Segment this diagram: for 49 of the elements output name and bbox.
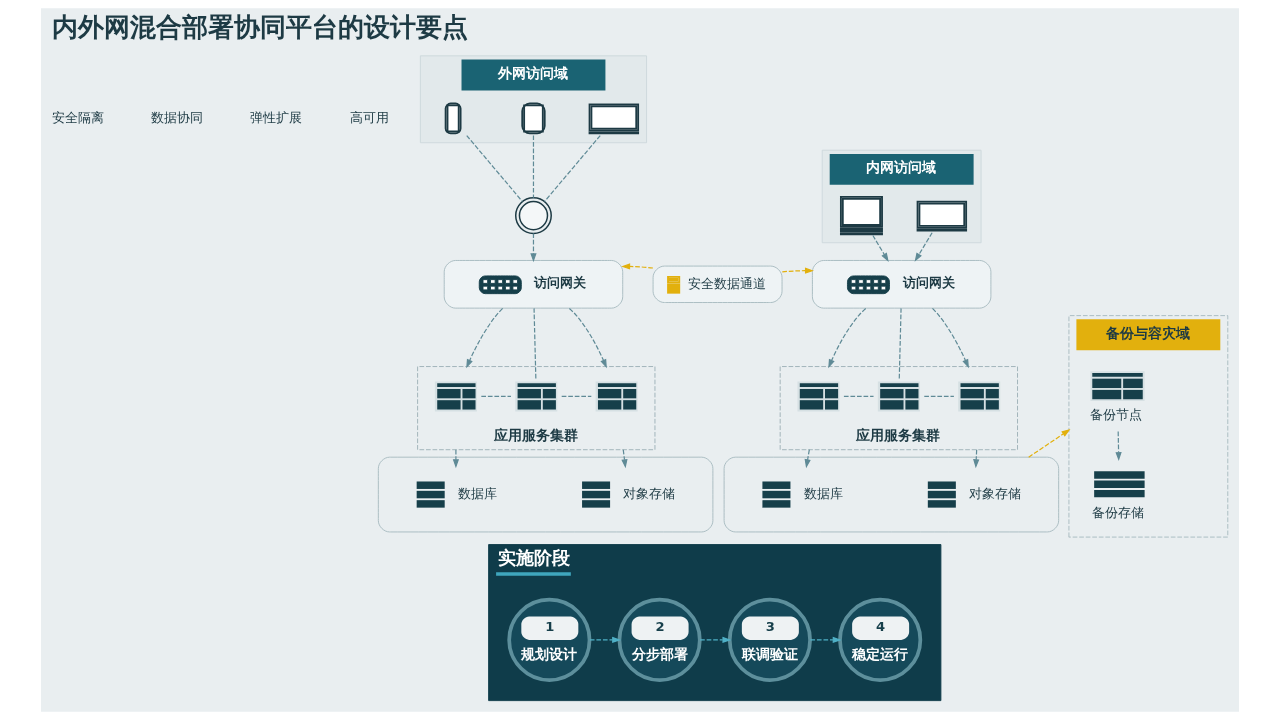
arrow [809, 636, 842, 644]
arrow [452, 449, 460, 469]
node-label: 对象存储 [968, 486, 1021, 502]
node-label: 对象存储 [623, 486, 676, 502]
arrow [781, 267, 814, 274]
connector [532, 134, 535, 199]
arrow [872, 234, 889, 262]
arrow [530, 232, 537, 263]
node-label: 备份存储 [1092, 505, 1145, 521]
node-circle: 3 联调验证 [727, 597, 812, 682]
node-label: 数据库 [457, 486, 497, 502]
cluster: 外网访问域 [419, 55, 647, 144]
node-label: 备份节点 [1090, 407, 1143, 423]
cluster: 内网访问域 [821, 149, 982, 244]
arrow [828, 307, 867, 369]
arrow [804, 449, 811, 469]
arrow [589, 636, 622, 644]
node-box: 安全数据通道 [652, 265, 783, 303]
connector [561, 395, 592, 398]
arrow [568, 307, 607, 369]
arrow [1028, 429, 1071, 458]
node-box: 访问网关 [811, 260, 992, 309]
node-circle: 2 分步部署 [617, 597, 702, 682]
connector [480, 395, 512, 398]
node-box: 访问网关 [443, 260, 624, 309]
connector [898, 307, 902, 381]
arrow [466, 307, 504, 369]
arrow [914, 232, 933, 262]
connector [466, 134, 523, 203]
label: 高可用 [349, 109, 389, 125]
connector [533, 307, 537, 381]
arrow [1115, 430, 1122, 462]
arrow [621, 263, 654, 270]
diagram-title: 内外网混合部署协同平台的设计要点 [52, 11, 469, 42]
label: 数据协同 [151, 109, 204, 125]
connector [543, 134, 601, 203]
node-circle: 4 稳定运行 [838, 597, 923, 682]
node-circle: 1 规划设计 [507, 597, 592, 682]
label: 安全隔离 [52, 109, 105, 125]
label: 弹性扩展 [250, 109, 303, 125]
arrow [973, 449, 980, 469]
arrow [621, 449, 628, 469]
cluster: 应用服务集群 [417, 366, 656, 451]
connector [923, 395, 955, 398]
arrow [699, 636, 732, 644]
cluster: 应用服务集群 [779, 366, 1018, 451]
arrow [931, 307, 969, 369]
connector [843, 395, 875, 398]
node-label: 数据库 [803, 486, 843, 502]
